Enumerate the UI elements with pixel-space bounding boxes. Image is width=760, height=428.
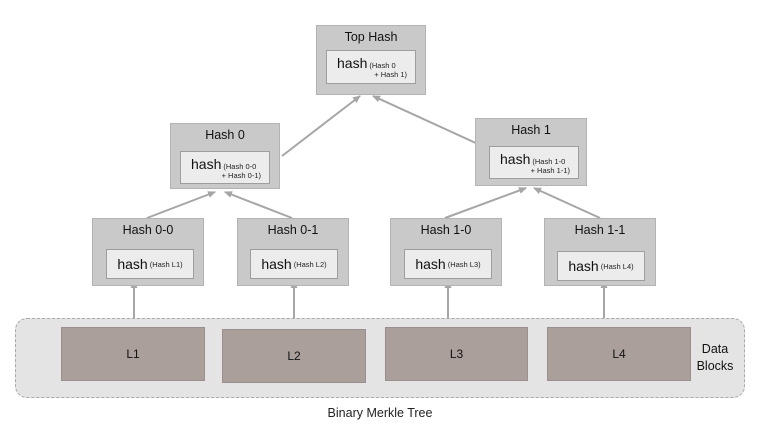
hash-word: hash bbox=[415, 256, 446, 272]
hash-word: hash bbox=[191, 155, 222, 172]
hash-word: hash bbox=[117, 256, 148, 272]
hash-value-box: hash(Hash 1-0 + Hash 1-1) bbox=[489, 146, 579, 179]
node-title: Hash 0 bbox=[205, 128, 245, 142]
hash-value-box: hash(Hash L3) bbox=[404, 249, 492, 279]
hash-detail: (Hash L4) bbox=[600, 261, 634, 271]
hash-1-0-node: Hash 1-0 hash(Hash L3) bbox=[390, 218, 502, 286]
node-title: Hash 1-1 bbox=[574, 223, 626, 237]
hash-word: hash bbox=[337, 55, 368, 71]
edge-hash0-to-top bbox=[281, 95, 361, 157]
node-title: Top Hash bbox=[344, 30, 398, 44]
data-block-l3: L3 bbox=[385, 327, 528, 381]
edge-hash10-to-hash1 bbox=[444, 187, 527, 219]
hash-value-box: hash(Hash L2) bbox=[250, 249, 338, 279]
hash-detail-line2: + Hash 0-1) bbox=[221, 170, 261, 180]
hash-value-box: hash(Hash 0-0 + Hash 0-1) bbox=[180, 151, 270, 184]
hash-detail-line2: + Hash 1-1) bbox=[530, 165, 570, 175]
diagram-caption: Binary Merkle Tree bbox=[327, 406, 433, 420]
hash-word: hash bbox=[500, 150, 531, 167]
hash-detail: (Hash L1) bbox=[149, 259, 183, 269]
hash-detail-line1: (Hash 0-0 bbox=[223, 161, 257, 171]
data-block-l2: L2 bbox=[222, 329, 366, 383]
data-blocks-label: Data Blocks bbox=[688, 341, 742, 375]
hash-0-1-node: Hash 0-1 hash(Hash L2) bbox=[237, 218, 349, 286]
hash-word: hash bbox=[568, 258, 599, 274]
node-title: Hash 0-0 bbox=[122, 223, 174, 237]
node-title: Hash 1 bbox=[511, 123, 551, 137]
hash-1-1-node: Hash 1-1 hash(Hash L4) bbox=[544, 218, 656, 286]
hash-value-box: hash(Hash L1) bbox=[106, 249, 194, 279]
hash-detail: (Hash L3) bbox=[447, 259, 481, 269]
edge-hash00-to-hash0 bbox=[146, 191, 216, 219]
hash-0-node: Hash 0 hash(Hash 0-0 + Hash 0-1) bbox=[170, 123, 280, 189]
hash-value-box: hash(Hash 0 + Hash 1) bbox=[326, 50, 416, 84]
data-blocks-label-line1: Data bbox=[701, 342, 729, 356]
edge-hash11-to-hash1 bbox=[533, 187, 601, 219]
data-blocks-label-line2: Blocks bbox=[696, 359, 734, 373]
hash-0-0-node: Hash 0-0 hash(Hash L1) bbox=[92, 218, 204, 286]
hash-detail-line1: (Hash 1-0 bbox=[532, 156, 566, 166]
node-title: Hash 0-1 bbox=[267, 223, 319, 237]
edge-hash01-to-hash0 bbox=[224, 191, 293, 219]
data-block-l4: L4 bbox=[547, 327, 691, 381]
hash-detail-line1: (Hash 0 bbox=[369, 61, 396, 70]
hash-word: hash bbox=[261, 256, 292, 272]
hash-value-box: hash(Hash L4) bbox=[557, 251, 645, 281]
data-block-l1: L1 bbox=[61, 327, 205, 381]
top-hash-node: Top Hash hash(Hash 0 + Hash 1) bbox=[316, 25, 426, 95]
node-title: Hash 1-0 bbox=[420, 223, 472, 237]
hash-detail: (Hash L2) bbox=[293, 259, 327, 269]
hash-1-node: Hash 1 hash(Hash 1-0 + Hash 1-1) bbox=[475, 118, 587, 186]
hash-detail-line2: + Hash 1) bbox=[374, 70, 407, 79]
